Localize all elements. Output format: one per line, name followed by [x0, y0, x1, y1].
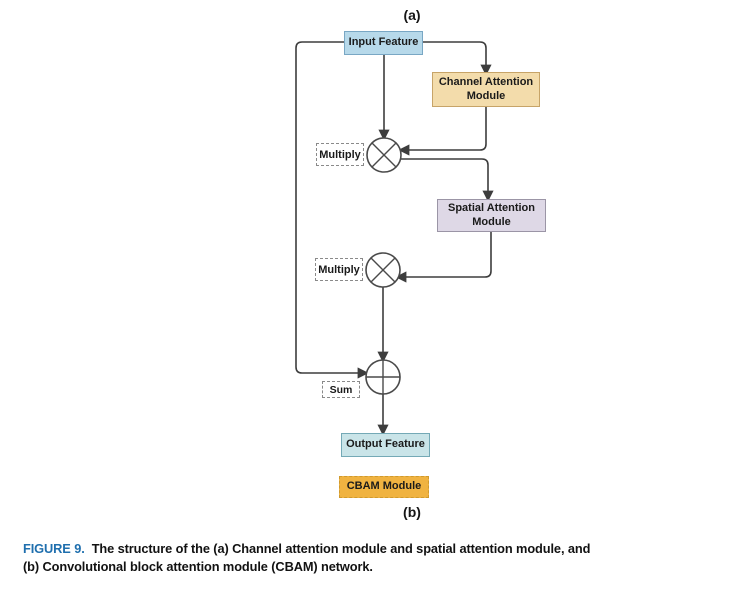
figure-number: FIGURE 9. [23, 541, 85, 556]
figure-caption: FIGURE 9. The structure of the (a) Channe… [23, 540, 735, 575]
node-channel-attention-module: Channel Attention Module [432, 72, 540, 107]
multiply2-label-text: Multiply [318, 263, 360, 276]
edge-input-skip-to-sum [295, 41, 369, 379]
edge-multiply1-to-spatial-attention [400, 158, 494, 202]
multiply1-label: Multiply [316, 143, 364, 166]
node-input-feature-label: Input Feature [348, 36, 419, 49]
multiply2-label: Multiply [315, 258, 363, 281]
node-channel-attention-label: Channel Attention Module [438, 75, 534, 102]
edge-spatial-attention-to-multiply2 [395, 232, 492, 283]
node-output-feature-label: Output Feature [346, 438, 425, 451]
node-output-feature: Output Feature [341, 433, 430, 457]
multiply2-operator-icon [365, 252, 401, 288]
node-cbam-module-label: CBAM Module [346, 480, 422, 493]
node-spatial-attention-module: Spatial Attention Module [437, 199, 546, 232]
edge-channel-attention-to-multiply1 [398, 107, 487, 156]
sum-operator-icon [365, 359, 401, 395]
sum-label: Sum [322, 381, 360, 398]
node-input-feature: Input Feature [344, 31, 423, 55]
panel-label-b: (b) [403, 504, 421, 520]
multiply1-operator-icon [366, 137, 402, 173]
cbam-structure-diagram: (a) Input Feature Channel Attention Modu… [295, 7, 546, 520]
sum-label-text: Sum [329, 383, 353, 396]
node-spatial-attention-label: Spatial Attention Module [448, 201, 535, 228]
caption-line-2: (b) Convolutional block attention module… [23, 558, 373, 574]
caption-text-line1: The structure of the (a) Channel attenti… [91, 541, 591, 556]
edge-input-to-channel-attention [423, 41, 492, 76]
node-cbam-module: CBAM Module [339, 476, 429, 498]
caption-line-1: FIGURE 9. The structure of the (a) Channe… [23, 540, 735, 558]
multiply1-label-text: Multiply [319, 148, 361, 161]
diagram-connectors [295, 41, 494, 436]
panel-label-a: (a) [403, 7, 421, 23]
